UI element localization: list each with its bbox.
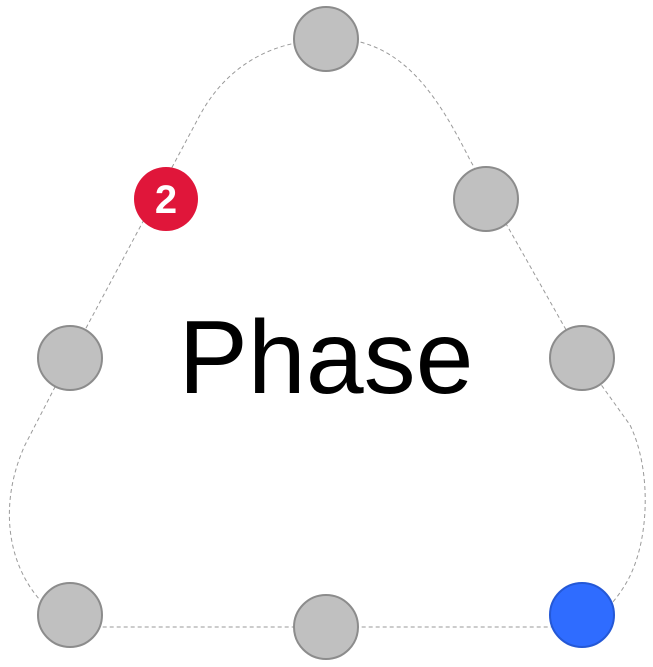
node-bottom-right[interactable] [549, 582, 615, 648]
node-mid-left[interactable] [37, 325, 103, 391]
node-top[interactable] [293, 6, 359, 72]
node-group [37, 6, 615, 660]
center-label: Phase [179, 300, 474, 416]
node-mid-right[interactable] [549, 325, 615, 391]
node-upper-right[interactable] [453, 166, 519, 232]
node-bottom-left[interactable] [37, 582, 103, 648]
step-badge-circle [134, 167, 198, 231]
step-badge-number: 2 [155, 178, 177, 222]
step-badge[interactable]: 2 [134, 167, 198, 231]
node-bottom-middle[interactable] [293, 594, 359, 660]
